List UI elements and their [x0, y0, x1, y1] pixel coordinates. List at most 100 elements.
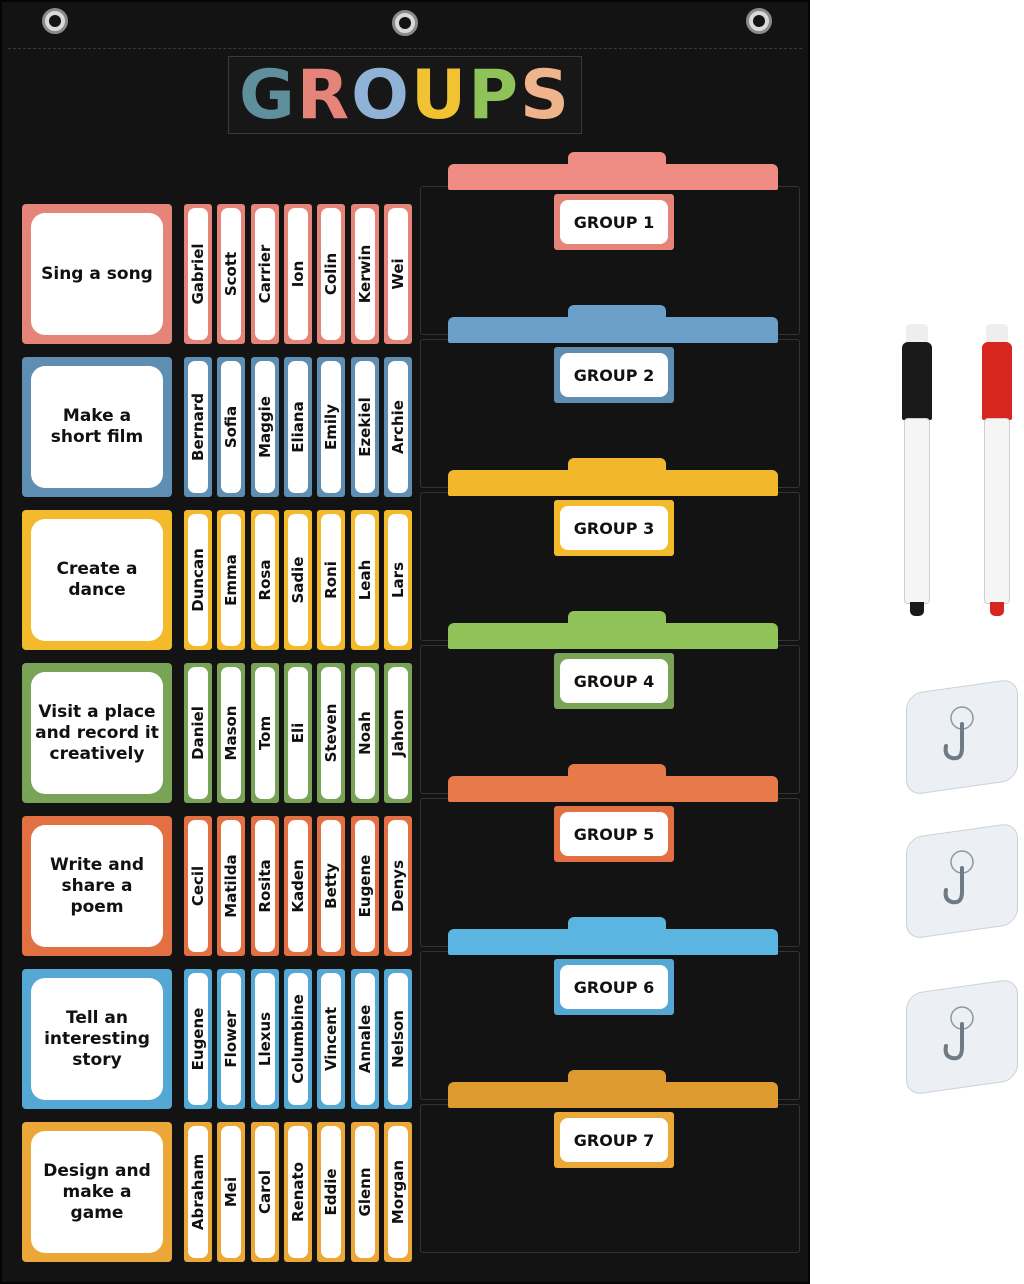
name-card[interactable]: Colin — [317, 204, 346, 344]
name-text: Eugene — [189, 1007, 207, 1071]
name-card[interactable]: Carol — [250, 1122, 279, 1262]
name-card[interactable]: Jahon — [383, 663, 412, 803]
task-card[interactable]: Make a short film — [22, 357, 172, 497]
name-card[interactable]: Betty — [317, 816, 346, 956]
name-card[interactable]: Gabriel — [184, 204, 212, 344]
name-card[interactable]: Noah — [350, 663, 379, 803]
name-text: Eugene — [355, 854, 374, 918]
name-card-face: Mei — [221, 1126, 242, 1258]
name-card[interactable]: Wei — [383, 204, 412, 344]
name-card[interactable]: Mason — [217, 663, 246, 803]
name-card-face: Rosa — [254, 514, 275, 646]
name-card[interactable]: Matilda — [217, 816, 246, 956]
title-letter: G — [238, 55, 297, 135]
name-card[interactable]: Annalee — [350, 969, 379, 1109]
name-card[interactable]: Roni — [317, 510, 346, 650]
name-card-face: Archie — [387, 361, 408, 493]
name-card-face: Jahon — [387, 667, 408, 799]
name-card[interactable]: Eugene — [184, 969, 212, 1109]
name-card[interactable]: Nelson — [383, 969, 412, 1109]
name-card[interactable]: Eli — [283, 663, 312, 803]
name-text: Daniel — [189, 706, 207, 760]
name-card[interactable]: Kerwin — [350, 204, 379, 344]
name-card-face: Cecil — [188, 820, 208, 952]
name-card[interactable]: Eddie — [317, 1122, 346, 1262]
folder-tab-top — [568, 1070, 666, 1084]
name-card-face: Daniel — [188, 667, 208, 799]
folder-tab-top — [568, 458, 666, 472]
name-card[interactable]: Ion — [283, 204, 312, 344]
group-label[interactable]: GROUP 1 — [554, 194, 674, 250]
name-card[interactable]: Sadie — [283, 510, 312, 650]
name-card[interactable]: Denys — [383, 816, 412, 956]
name-card[interactable]: Rosa — [250, 510, 279, 650]
name-card[interactable]: Emily — [317, 357, 346, 497]
name-text: Archie — [388, 400, 407, 454]
name-card[interactable]: Vincent — [317, 969, 346, 1109]
hook-curve — [943, 722, 964, 761]
name-card[interactable]: Abraham — [184, 1122, 212, 1262]
name-card[interactable]: Morgan — [383, 1122, 412, 1262]
name-card[interactable]: Renato — [283, 1122, 312, 1262]
name-text: Eddie — [322, 1168, 341, 1216]
name-card[interactable]: Archie — [383, 357, 412, 497]
group-label[interactable]: GROUP 3 — [554, 500, 674, 556]
name-text: Wei — [388, 258, 407, 290]
name-card[interactable]: Carrier — [250, 204, 279, 344]
task-card[interactable]: Visit a place and record it creatively — [22, 663, 172, 803]
name-card[interactable]: Leah — [350, 510, 379, 650]
name-card[interactable]: Lars — [383, 510, 412, 650]
group-label[interactable]: GROUP 5 — [554, 806, 674, 862]
task-label: Create a dance — [31, 519, 163, 641]
group-label[interactable]: GROUP 4 — [554, 653, 674, 709]
group-label[interactable]: GROUP 7 — [554, 1112, 674, 1168]
task-card[interactable]: Sing a song — [22, 204, 172, 344]
name-card[interactable]: Flower — [217, 969, 246, 1109]
name-card[interactable]: Ezekiel — [350, 357, 379, 497]
name-card[interactable]: Glenn — [350, 1122, 379, 1262]
group-label[interactable]: GROUP 6 — [554, 959, 674, 1015]
name-text: Noah — [355, 711, 374, 755]
name-card-face: Emma — [221, 514, 242, 646]
name-card-face: Bernard — [188, 361, 208, 493]
name-card[interactable]: Eliana — [283, 357, 312, 497]
name-card[interactable]: Maggie — [250, 357, 279, 497]
name-card[interactable]: Sofia — [217, 357, 246, 497]
marker-cap — [902, 342, 932, 420]
group-label[interactable]: GROUP 2 — [554, 347, 674, 403]
name-card[interactable]: Daniel — [184, 663, 212, 803]
name-card[interactable]: Rosita — [250, 816, 279, 956]
adhesive-hook-icon — [906, 678, 1018, 796]
name-card-face: Glenn — [354, 1126, 375, 1258]
name-card-face: Wei — [387, 208, 408, 340]
group-label-text: GROUP 5 — [560, 812, 668, 856]
name-card[interactable]: Eugene — [350, 816, 379, 956]
name-card[interactable]: Tom — [250, 663, 279, 803]
title-letter: P — [468, 55, 521, 135]
name-card[interactable]: Columbine — [283, 969, 312, 1109]
task-card[interactable]: Create a dance — [22, 510, 172, 650]
task-card[interactable]: Design and make a game — [22, 1122, 172, 1262]
name-card[interactable]: Steven — [317, 663, 346, 803]
name-card[interactable]: Emma — [217, 510, 246, 650]
task-card[interactable]: Tell an interesting story — [22, 969, 172, 1109]
name-text: Ion — [288, 260, 307, 288]
name-text: Denys — [388, 859, 407, 913]
name-text: Glenn — [355, 1167, 374, 1217]
name-card[interactable]: Llexus — [250, 969, 279, 1109]
task-card[interactable]: Write and share a poem — [22, 816, 172, 956]
name-card[interactable]: Cecil — [184, 816, 212, 956]
name-card[interactable]: Mei — [217, 1122, 246, 1262]
name-text: Sofia — [222, 405, 241, 449]
name-card[interactable]: Kaden — [283, 816, 312, 956]
name-card[interactable]: Bernard — [184, 357, 212, 497]
hook-curve — [943, 866, 964, 905]
task-label: Sing a song — [31, 213, 163, 335]
name-card[interactable]: Duncan — [184, 510, 212, 650]
name-card[interactable]: Scott — [217, 204, 246, 344]
